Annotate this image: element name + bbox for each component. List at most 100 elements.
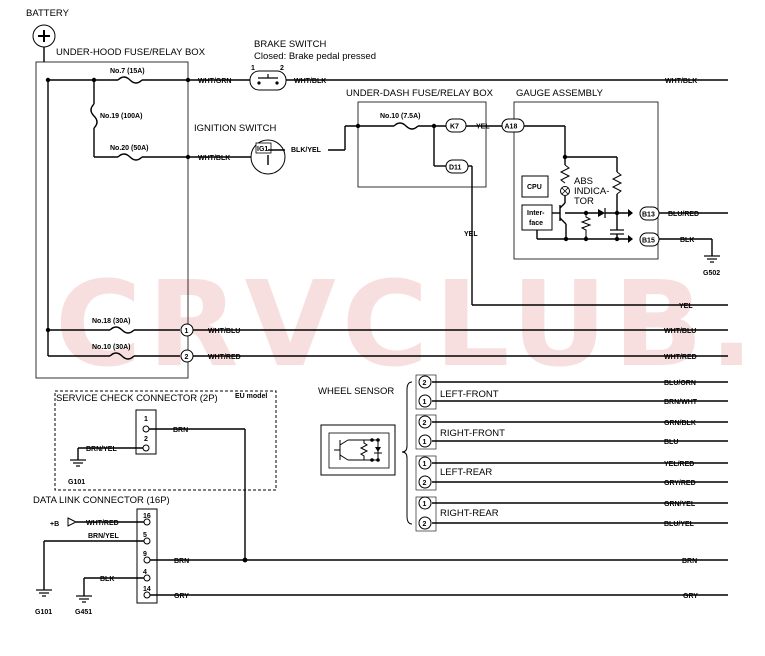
service-check-pin-1: 1 <box>144 416 148 423</box>
brake-switch-pin-2: 2 <box>280 65 284 72</box>
wheel-sensor-pin-label: 2 <box>423 521 427 528</box>
wire-brn-yel-service: BRN/YEL <box>86 446 117 453</box>
connector-d11: D11 <box>449 165 462 172</box>
wheel-sensor-pin <box>418 475 432 489</box>
underhood-pin-1: 1 <box>185 328 189 335</box>
wheel-sensor-pin <box>418 456 432 470</box>
wire-gry-right: GRY <box>683 593 698 600</box>
wheel-sensor-pin <box>418 375 432 389</box>
underhood-box-title: UNDER-HOOD FUSE/RELAY BOX <box>56 47 206 58</box>
wheel-sensor-wire-label: GRN/BLK <box>664 420 696 427</box>
data-link-pin-label: 16 <box>143 513 151 520</box>
wheel-sensor-pin <box>418 516 432 530</box>
wire-wht-grn: WHT/GRN <box>198 78 231 85</box>
fuse-no7-label: No.7 (15A) <box>110 68 145 75</box>
data-link-pin <box>143 574 151 582</box>
wheel-sensor-wire-label: GRN/YEL <box>664 501 696 508</box>
connector-b13: B13 <box>642 212 655 219</box>
ground-g451-label: G451 <box>75 609 92 616</box>
ground-g502 <box>704 255 720 263</box>
watermark: CRVCLUB.RU <box>55 255 765 393</box>
wheel-sensor-pin-label: 1 <box>423 399 427 406</box>
wire-yel-k7: YEL <box>476 124 490 131</box>
ground-g451 <box>76 595 92 603</box>
wire-wht-blk-brake: WHT/BLK <box>294 78 326 85</box>
battery-symbol <box>32 24 56 48</box>
wire-gry-dlc: GRY <box>174 593 189 600</box>
wheel-sensor-wire-label: GRY/RED <box>664 480 696 487</box>
abs-indicator-label-1: ABS <box>574 176 593 187</box>
brake-switch-pin-1: 1 <box>251 65 255 72</box>
ground-g101-service <box>70 459 86 467</box>
service-check-pin-2: 2 <box>144 436 148 443</box>
underdash-fuse-label: No.10 (7.5A) <box>380 113 420 120</box>
wheel-sensor-pin-label: 2 <box>423 420 427 427</box>
interface-label-2: face <box>529 220 543 227</box>
wheel-sensor-pin-label: 1 <box>423 461 427 468</box>
wire-brn-dlc: BRN <box>174 558 189 565</box>
wire-wht-red-dlc: WHT/RED <box>86 520 119 527</box>
wheel-sensor-symbol <box>320 424 396 476</box>
wire-wht-red-left: WHT/RED <box>208 354 241 361</box>
right-front-label: RIGHT-FRONT <box>440 428 505 439</box>
wheel-sensor-pin <box>418 434 432 448</box>
eu-model-box <box>54 390 277 491</box>
abs-indicator-label-3: TOR <box>574 196 594 207</box>
gauge-assembly-title: GAUGE ASSEMBLY <box>516 88 604 99</box>
data-link-title: DATA LINK CONNECTOR (16P) <box>33 495 170 506</box>
interface-label-1: Inter- <box>527 210 545 217</box>
wire-wht-blu-right: WHT/BLU <box>664 328 696 335</box>
wheel-sensor-wire-label: BLU <box>664 439 678 446</box>
wheel-sensor-pin-label: 1 <box>423 501 427 508</box>
wire-wht-blu-left: WHT/BLU <box>208 328 240 335</box>
wheel-sensor-brace <box>401 381 413 525</box>
wheel-sensor-wire-label: BRN/WHT <box>664 399 698 406</box>
underdash-fuse-box <box>357 101 487 188</box>
right-rear-label: RIGHT-REAR <box>440 508 499 519</box>
data-link-pin-label: 14 <box>143 586 151 593</box>
brake-switch-title: BRAKE SWITCH <box>254 39 326 50</box>
brake-switch-subtitle: Closed: Brake pedal pressed <box>254 51 376 62</box>
wheel-sensor-pin-label: 2 <box>423 480 427 487</box>
fuse-no19-label: No.19 (100A) <box>100 113 142 120</box>
wheel-sensor-pin-label: 1 <box>423 439 427 446</box>
data-link-pin-label: 4 <box>143 569 147 576</box>
wheel-sensor-wire-label: BLU/YEL <box>664 521 695 528</box>
ignition-switch-title: IGNITION SWITCH <box>194 123 276 134</box>
wire-brn-right: BRN <box>682 558 697 565</box>
connector-a18: A18 <box>505 124 518 131</box>
data-link-pin-label: 9 <box>143 551 147 558</box>
wire-wht-blk-right: WHT/BLK <box>665 78 697 85</box>
plus-b-label: +B <box>50 521 59 528</box>
wheel-sensor-pin <box>418 394 432 408</box>
connector-k7: K7 <box>450 124 459 131</box>
wire-yel-d11: YEL <box>464 231 478 238</box>
ignition-terminal-ig1: IG1 <box>257 146 268 153</box>
underhood-fuse-box <box>35 61 189 379</box>
eu-model-note: EU model <box>235 393 267 400</box>
wire-brn-yel-dlc: BRN/YEL <box>88 533 119 540</box>
ground-g101-dlc <box>36 589 52 597</box>
data-link-pin <box>143 518 151 526</box>
wire-brn-service: BRN <box>173 427 188 434</box>
wheel-sensor-title: WHEEL SENSOR <box>318 386 394 397</box>
data-link-pin <box>143 556 151 564</box>
wire-wht-blk-ign: WHT/BLK <box>198 155 230 162</box>
wheel-sensor-pin-label: 2 <box>423 380 427 387</box>
left-front-label: LEFT-FRONT <box>440 389 499 400</box>
data-link-pin-label: 5 <box>143 532 147 539</box>
underhood-pin-2: 2 <box>185 354 189 361</box>
data-link-connector <box>136 508 158 604</box>
wire-wht-red-right: WHT/RED <box>664 354 697 361</box>
ground-g502-label: G502 <box>703 270 720 277</box>
battery-label: BATTERY <box>26 8 70 19</box>
left-rear-label: LEFT-REAR <box>440 467 492 478</box>
cpu-label: CPU <box>527 184 542 191</box>
wire-blk-yel: BLK/YEL <box>291 147 322 154</box>
fuse-no10-label: No.10 (30A) <box>92 344 131 351</box>
wire-blu-red: BLU/RED <box>668 211 699 218</box>
data-link-pins: 16 5 9 4 14 <box>143 513 151 599</box>
gauge-assembly-box <box>513 101 659 260</box>
wire-blk-dlc: BLK <box>100 576 114 583</box>
